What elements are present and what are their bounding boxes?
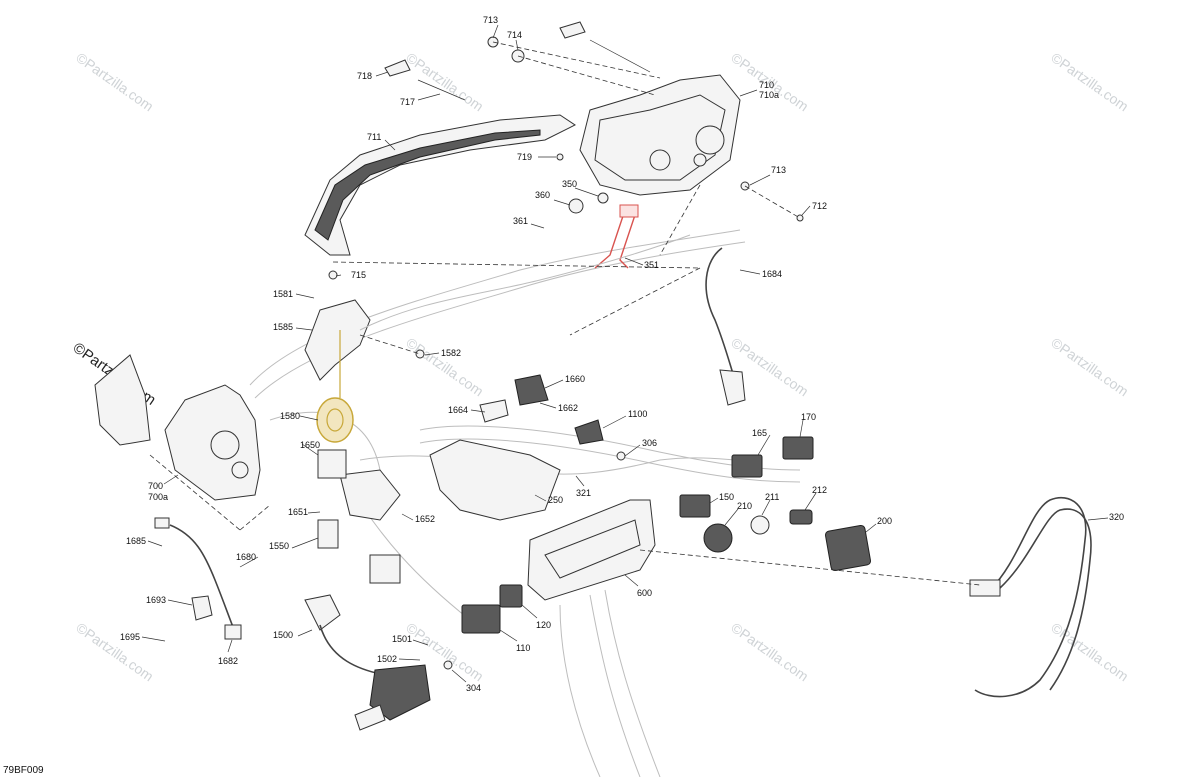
part-label: 1582 (441, 348, 461, 358)
part-label: 719 (517, 152, 532, 162)
part-label: 200 (877, 516, 892, 526)
part-label: 165 (752, 428, 767, 438)
bracket-1660 (479, 374, 604, 445)
part-label: 715 (351, 270, 366, 280)
part-label: 304 (466, 683, 481, 693)
part-label: 1581 (273, 289, 293, 299)
part-label: 120 (536, 620, 551, 630)
light-bar-711 (304, 114, 576, 256)
watermark: ©Partzilla.com (1048, 619, 1131, 684)
part-label: 211 (765, 492, 779, 502)
part-label: 360 (535, 190, 550, 200)
part-labels: 713 714 718 717 710 710a 711 719 713 712… (120, 15, 1124, 693)
watermark: ©Partzilla.com (403, 49, 486, 114)
part-label: 1693 (146, 595, 166, 605)
part-label: 320 (1109, 512, 1124, 522)
part-label: 212 (812, 485, 827, 495)
part-label: 700a (148, 492, 168, 502)
part-label: 1664 (448, 405, 468, 415)
bracket-1693 (191, 595, 242, 640)
watermark: ©Partzilla.com (1048, 334, 1131, 399)
part-label: 250 (548, 495, 563, 505)
part-label: 710a (759, 90, 779, 100)
watermark: ©Partzilla.com (73, 49, 156, 114)
part-label: 1650 (300, 440, 320, 450)
part-label: 110 (516, 643, 530, 653)
watermark: ©Partzilla.com (728, 619, 811, 684)
part-label: 1684 (762, 269, 782, 279)
part-label: 1662 (558, 403, 578, 413)
part-label: 1682 (218, 656, 238, 666)
part-label: 718 (357, 71, 372, 81)
part-label: 714 (507, 30, 522, 40)
watermark: ©Partzilla.com (1048, 49, 1131, 114)
assembly-lines (149, 41, 981, 586)
part-label: 1502 (377, 654, 397, 664)
instrument-cluster-600 (527, 499, 656, 601)
part-label: 713 (483, 15, 498, 25)
switches (461, 436, 814, 634)
stick-assembly-1500 (304, 594, 431, 731)
part-label: 1550 (269, 541, 289, 551)
part-label: 1651 (288, 507, 308, 517)
part-label: 713 (771, 165, 786, 175)
part-label: 1585 (273, 322, 293, 332)
part-label: 1501 (392, 634, 412, 644)
part-label: 710 (759, 80, 774, 90)
part-label: 1660 (565, 374, 585, 384)
part-label: 1695 (120, 632, 140, 642)
sensor-1680 (154, 517, 236, 633)
part-label: 1100 (628, 409, 647, 419)
harness-351 (594, 204, 639, 269)
hardware-top (328, 21, 804, 670)
part-label: 351 (644, 260, 659, 270)
bracket-250 (317, 439, 561, 584)
components-210-212 (703, 509, 813, 553)
watermark: ©Partzilla.com (403, 334, 486, 399)
part-label: 210 (737, 501, 752, 511)
part-label: 712 (812, 201, 827, 211)
part-label: 1500 (273, 630, 293, 640)
part-label: 170 (801, 412, 816, 422)
harness-320 (969, 496, 1092, 698)
headlight-700 (94, 354, 261, 501)
part-label: 711 (367, 132, 381, 142)
part-label: 1652 (415, 514, 435, 524)
part-label: 717 (400, 97, 415, 107)
part-label: 700 (148, 481, 163, 491)
part-label: 1685 (126, 536, 146, 546)
watermark: ©Partzilla.com (73, 619, 156, 684)
part-label: 600 (637, 588, 652, 598)
switch-panel-200 (824, 524, 872, 572)
part-label: 1580 (280, 411, 300, 421)
headlight-bracket-710 (579, 74, 741, 196)
part-label: 150 (719, 492, 734, 502)
leader-lines (141, 24, 1109, 683)
sensor-1684 (705, 247, 746, 406)
part-label: 1680 (236, 552, 256, 562)
part-label: 350 (562, 179, 577, 189)
bracket-1585 (304, 299, 371, 381)
part-label: 361 (513, 216, 528, 226)
part-label: 321 (576, 488, 591, 498)
part-label: 306 (642, 438, 657, 448)
diagram-reference-code: 79BF009 (3, 765, 44, 776)
